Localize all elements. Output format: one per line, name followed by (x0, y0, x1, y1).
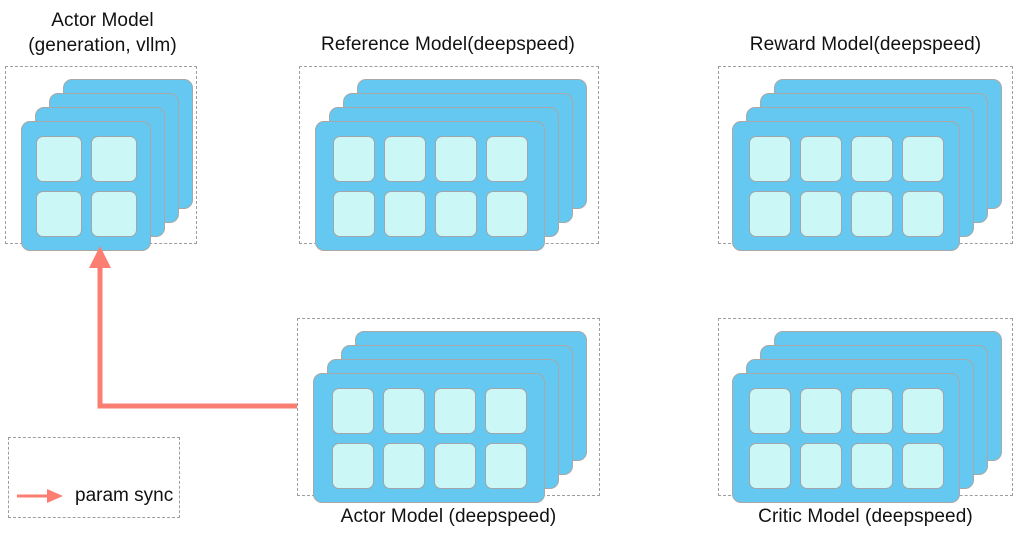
card-cell (383, 190, 426, 237)
card-cell (850, 135, 893, 182)
group-critic-model (718, 318, 1013, 503)
card-front (21, 121, 151, 251)
legend-box: param sync (8, 437, 180, 518)
title-actor-model-vllm: Actor Model (generation, vllm) (28, 10, 177, 56)
card-stack-reward (719, 67, 1012, 251)
card-cell (748, 135, 791, 182)
card-stack-reference (300, 67, 598, 251)
card-front (732, 373, 960, 503)
param-sync-arrow-line (97, 262, 297, 409)
title-reward-model: Reward Model(deepspeed) (749, 34, 982, 55)
card-cell (748, 387, 791, 434)
card-cell (331, 387, 374, 434)
card-cell (850, 387, 893, 434)
card-cell (485, 190, 528, 237)
card-cell (799, 442, 842, 489)
card-cell (382, 442, 425, 489)
card-cell (332, 190, 375, 237)
group-reward-model (718, 66, 1013, 251)
card-cell (90, 190, 137, 237)
title-critic-model: Critic Model (deepspeed) (758, 506, 973, 527)
card-cell (850, 442, 893, 489)
card-cell (799, 387, 842, 434)
card-cell (799, 190, 842, 237)
card-cell (433, 387, 476, 434)
card-cell (35, 135, 82, 182)
title-reference-model: Reference Model(deepspeed) (321, 34, 575, 55)
card-cell (331, 442, 374, 489)
card-cell (332, 135, 375, 182)
card-cell (748, 442, 791, 489)
card-stack-actor-deepspeed (298, 319, 599, 503)
card-stack-critic (719, 319, 1012, 503)
card-stack-actor-vllm (6, 67, 196, 251)
card-cell (90, 135, 137, 182)
card-cell (383, 135, 426, 182)
card-cell (748, 190, 791, 237)
group-actor-model-deepspeed (297, 318, 600, 503)
group-actor-model-vllm (5, 66, 197, 251)
card-cell (901, 442, 944, 489)
legend-arrow-icon (17, 489, 63, 503)
card-cell (484, 387, 527, 434)
card-front (313, 373, 545, 503)
card-cell (485, 135, 528, 182)
card-cell (901, 135, 944, 182)
card-cell (434, 135, 477, 182)
card-cell (850, 190, 893, 237)
card-front (315, 121, 545, 251)
card-cell (35, 190, 82, 237)
card-cell (433, 442, 476, 489)
card-front (732, 121, 960, 251)
title-actor-model-deepspeed: Actor Model (deepspeed) (340, 506, 557, 527)
card-cell (434, 190, 477, 237)
card-cell (382, 387, 425, 434)
group-reference-model (299, 66, 599, 251)
card-cell (901, 190, 944, 237)
card-cell (484, 442, 527, 489)
card-cell (901, 387, 944, 434)
legend-label: param sync (75, 485, 174, 506)
legend-param-sync-row: param sync (15, 485, 173, 507)
card-cell (799, 135, 842, 182)
